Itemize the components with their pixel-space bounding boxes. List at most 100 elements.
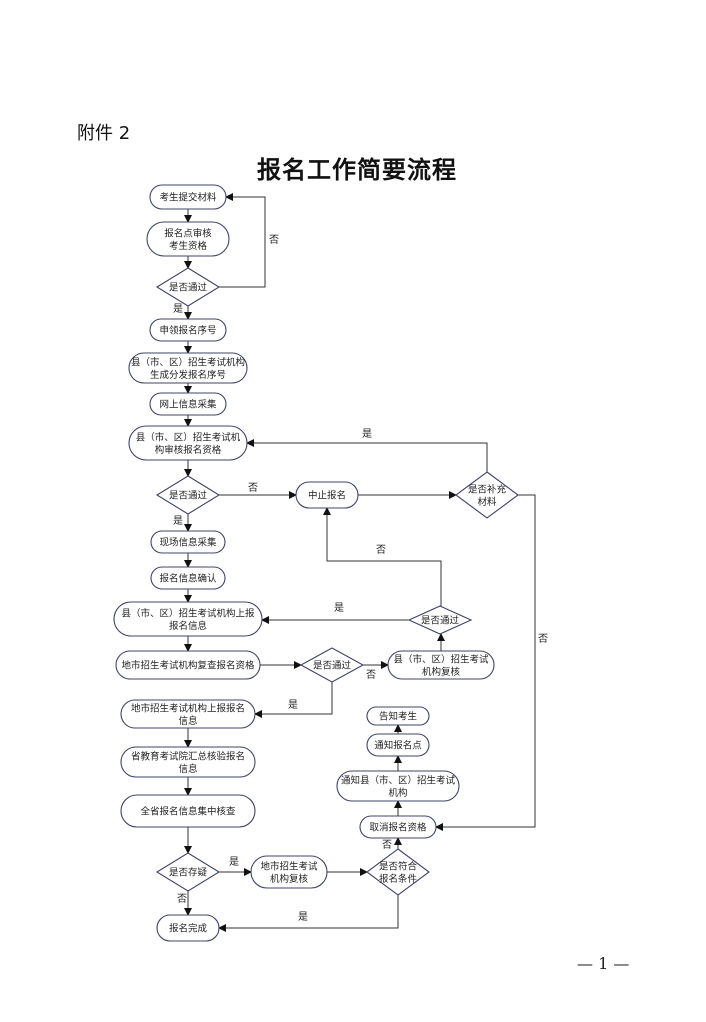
node-label: 省教育考试院汇总核验报名 [131, 750, 245, 762]
node-label: 信息 [178, 763, 197, 775]
node-label: 县（市、区）招生考试机构 [131, 356, 245, 368]
terminal-shape [113, 601, 263, 637]
node-pass-1: 是否通过 [155, 267, 221, 307]
node-label: 中止报名 [308, 490, 346, 502]
edge-label-eligible-no: 否 [382, 839, 392, 851]
node-doubt: 是否存疑 [155, 852, 221, 892]
terminal-shape [150, 566, 226, 590]
attachment-label: 附件 2 [77, 123, 131, 144]
node-label: 信息 [178, 715, 197, 727]
node-label: 报名完成 [169, 923, 208, 935]
node-label: 通知报名点 [374, 740, 422, 752]
document-title: 报名工作简要流程 [257, 155, 457, 184]
node-label: 现场信息采集 [159, 537, 217, 549]
node-label: 报名信息确认 [159, 573, 217, 585]
node-onsite-collect: 现场信息采集 [150, 530, 226, 554]
edge-supplement-no [435, 494, 536, 831]
node-label: 考生资格 [169, 240, 208, 252]
terminal-shape [149, 318, 227, 342]
node-done: 报名完成 [156, 914, 220, 942]
decision-shape [366, 848, 430, 896]
edge-label-pass-2-no: 否 [248, 482, 258, 494]
node-label: 报名点审核 [164, 227, 212, 239]
node-label: 网上信息采集 [159, 399, 217, 411]
node-notify-site: 通知报名点 [366, 733, 430, 757]
terminal-shape [120, 794, 256, 828]
edge-pass3-yes [254, 682, 333, 718]
node-label: 告知考生 [379, 711, 418, 723]
terminal-shape [120, 699, 256, 729]
edge-label-doubt-no: 否 [177, 893, 187, 905]
node-label: 报名条件 [379, 873, 418, 885]
node-label: 机构复核 [422, 666, 461, 678]
edge-label-pass-4-no: 否 [376, 544, 386, 556]
terminal-shape [150, 530, 226, 554]
edge-label-pass-1-no: 否 [269, 234, 279, 246]
terminal-shape [115, 650, 261, 680]
node-label: 是否存疑 [169, 867, 208, 879]
terminal-shape [149, 392, 227, 416]
terminal-shape [366, 733, 430, 757]
edge-label-pass-3-no: 否 [366, 669, 376, 681]
terminal-shape [128, 352, 248, 384]
edge-label-pass-4-yes: 是 [334, 602, 344, 614]
edge-label-pass-1-yes: 是 [173, 303, 183, 315]
terminal-shape [120, 746, 256, 778]
node-suspend: 中止报名 [295, 481, 359, 509]
node-pass-3: 是否通过 [299, 647, 365, 683]
node-label: 通知县（市、区）招生考试 [341, 774, 456, 786]
node-label: 是否通过 [169, 490, 208, 502]
page-number: — 1 — [577, 954, 630, 973]
node-label: 取消报名资格 [369, 822, 427, 834]
node-label: 是否补充 [468, 483, 507, 495]
node-label: 考生提交材料 [159, 192, 217, 204]
node-label: 生成分发报名序号 [150, 369, 226, 381]
terminal-shape [250, 855, 328, 889]
node-notify-county: 通知县（市、区）招生考试机构 [336, 770, 460, 802]
node-label: 地市招生考试 [260, 860, 318, 872]
node-label: 县（市、区）招生考试 [393, 653, 489, 665]
node-label: 地市招生考试机构复查报名资格 [121, 660, 255, 672]
terminal-shape [359, 815, 437, 839]
terminal-shape [387, 650, 495, 680]
edge-elig-yes [218, 895, 399, 932]
decision-shape [407, 605, 473, 635]
node-label: 材料 [477, 496, 497, 508]
terminal-shape [128, 425, 248, 461]
node-label: 机构复核 [270, 873, 309, 885]
node-label: 是否通过 [313, 660, 352, 672]
node-label: 报名信息 [169, 620, 207, 632]
node-confirm-info: 报名信息确认 [150, 566, 226, 590]
node-label: 县（市、区）招生考试机构上报 [121, 607, 255, 619]
edge-supplement-yes [246, 439, 488, 472]
node-city-recheck: 地市招生考试机构复查报名资格 [115, 650, 261, 680]
node-apply-serial: 申领报名序号 [149, 318, 227, 342]
terminal-shape [149, 184, 227, 210]
node-notify-candidate: 告知考生 [366, 706, 430, 726]
node-label: 机构 [388, 787, 407, 799]
edge-label-eligible-yes: 是 [298, 911, 308, 923]
node-cancel: 取消报名资格 [359, 815, 437, 839]
node-online-collect: 网上信息采集 [149, 392, 227, 416]
edge-pass4-no [323, 507, 442, 606]
node-label: 县（市、区）招生考试机 [136, 431, 241, 443]
node-label: 全省报名信息集中核查 [140, 806, 236, 818]
edge-label-doubt-yes: 是 [229, 856, 239, 868]
edge-pass1-no-loop [219, 193, 266, 288]
decision-shape [299, 647, 365, 683]
terminal-shape [146, 221, 230, 257]
terminal-shape [366, 706, 430, 726]
decision-shape [155, 267, 221, 307]
terminal-shape [156, 914, 220, 942]
node-label: 是否通过 [169, 282, 208, 294]
node-pass-4: 是否通过 [407, 605, 473, 635]
